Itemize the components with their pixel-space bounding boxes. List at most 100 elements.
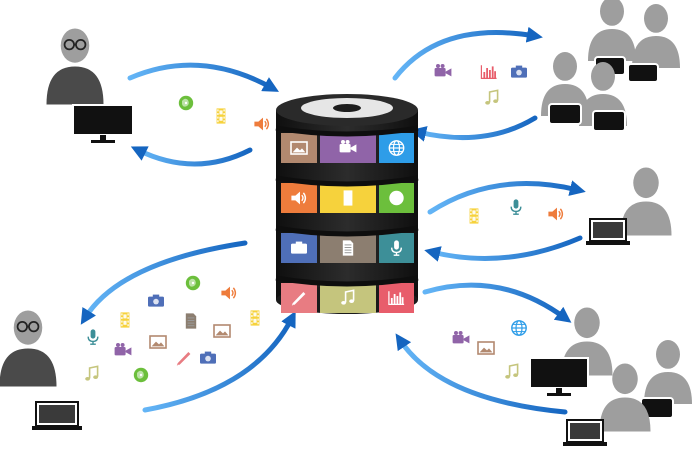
glasses-icon xyxy=(63,39,87,51)
speaker-icon xyxy=(221,286,237,300)
person-body xyxy=(0,348,57,387)
tile-globe-icon xyxy=(379,133,414,163)
person-body xyxy=(632,36,680,68)
person-tablet-1 xyxy=(588,0,636,61)
floating-icons-group xyxy=(85,64,564,383)
person-body xyxy=(644,372,692,404)
tablet-icon xyxy=(627,63,659,83)
music-note-icon xyxy=(485,89,499,105)
tile-camera-icon xyxy=(281,233,317,263)
microphone-icon xyxy=(391,240,402,256)
disc-icon xyxy=(133,367,149,383)
person-tablet-2 xyxy=(632,4,680,68)
camera-icon xyxy=(148,294,164,307)
pencil-icon xyxy=(291,292,306,306)
music-note-icon xyxy=(85,365,99,381)
video-camera-icon xyxy=(114,343,132,356)
person-head xyxy=(633,167,659,199)
person-body xyxy=(588,29,636,61)
photo-icon xyxy=(477,341,495,355)
bar-chart-icon xyxy=(388,291,405,306)
person-head xyxy=(60,28,90,63)
photo-icon xyxy=(290,141,308,155)
person-body xyxy=(599,397,651,432)
globe-icon xyxy=(511,320,527,336)
person-head xyxy=(574,307,600,339)
arrow-bottomleft-to-server xyxy=(142,310,296,413)
tile-photo-icon xyxy=(281,133,317,163)
person-laptop-midright xyxy=(620,167,672,236)
video-camera-icon xyxy=(339,140,357,153)
speaker-icon xyxy=(254,117,270,131)
speaker-icon xyxy=(548,207,564,221)
tile-document-icon xyxy=(320,233,376,263)
photo-icon xyxy=(149,335,167,349)
speaker-icon xyxy=(291,191,307,205)
document-icon xyxy=(342,240,354,256)
disc-icon xyxy=(185,275,201,291)
server-tiles xyxy=(281,133,414,313)
arrow-topleft-to-server xyxy=(127,62,279,92)
person-desktop-topleft xyxy=(46,28,104,105)
person-head xyxy=(553,52,577,81)
tile-disc-icon xyxy=(379,183,414,213)
people-group xyxy=(0,0,692,446)
tile-music-note-icon xyxy=(320,283,376,313)
person-laptop-bottomleft xyxy=(0,310,57,387)
tile-background xyxy=(320,283,376,313)
music-note-icon xyxy=(341,289,355,305)
camera-icon xyxy=(291,241,307,254)
laptop-icon xyxy=(32,401,82,430)
document-icon xyxy=(185,313,197,329)
server-ring xyxy=(275,275,419,287)
arrow-server-to-bottomleft xyxy=(80,240,248,325)
arrow-group xyxy=(80,26,586,415)
camera-icon xyxy=(511,65,527,78)
video-camera-icon xyxy=(434,64,452,77)
film-icon xyxy=(216,108,226,124)
server-ring xyxy=(275,175,419,187)
person-body xyxy=(620,201,672,236)
tablet-icon xyxy=(548,103,582,125)
tile-microphone-icon xyxy=(379,233,414,263)
arrow-midright-to-server xyxy=(424,235,583,262)
person-head xyxy=(644,4,668,33)
person-head xyxy=(656,340,680,369)
laptop-icon xyxy=(563,419,607,446)
arrow-server-to-topleft xyxy=(130,146,253,167)
monitor-icon xyxy=(529,357,589,396)
monitor-icon xyxy=(72,104,134,143)
tile-video-camera-icon xyxy=(320,133,376,163)
person-laptop-bottomright xyxy=(599,363,651,432)
bar-chart-icon xyxy=(480,65,497,80)
arrow-server-to-midright xyxy=(427,180,586,215)
tile-speaker-icon xyxy=(281,183,317,213)
tile-film-icon xyxy=(320,183,376,213)
arrow-server-to-bottomright xyxy=(422,282,572,323)
globe-icon xyxy=(388,140,405,156)
person-head xyxy=(612,363,638,395)
person-head xyxy=(13,310,43,345)
glasses-icon xyxy=(16,321,40,333)
tablet-icon xyxy=(592,110,626,132)
tile-bar-chart-icon xyxy=(379,283,414,313)
arrow-bottomright-to-server xyxy=(395,333,568,415)
film-icon xyxy=(469,208,479,224)
tile-background xyxy=(281,133,317,163)
server-top-hole xyxy=(333,104,361,112)
film-icon xyxy=(120,312,130,328)
laptop-icon xyxy=(586,218,630,245)
film-icon xyxy=(343,190,353,206)
pencil-icon xyxy=(176,352,191,366)
video-camera-icon xyxy=(452,331,470,344)
media-server xyxy=(275,94,419,314)
tile-pencil-icon xyxy=(281,283,317,313)
camera-icon xyxy=(200,351,216,364)
person-head xyxy=(591,62,615,91)
disc-icon xyxy=(389,190,404,206)
arrow-topright-to-server xyxy=(410,115,538,142)
person-tablet-bottomright xyxy=(644,340,692,404)
server-ring xyxy=(275,225,419,237)
